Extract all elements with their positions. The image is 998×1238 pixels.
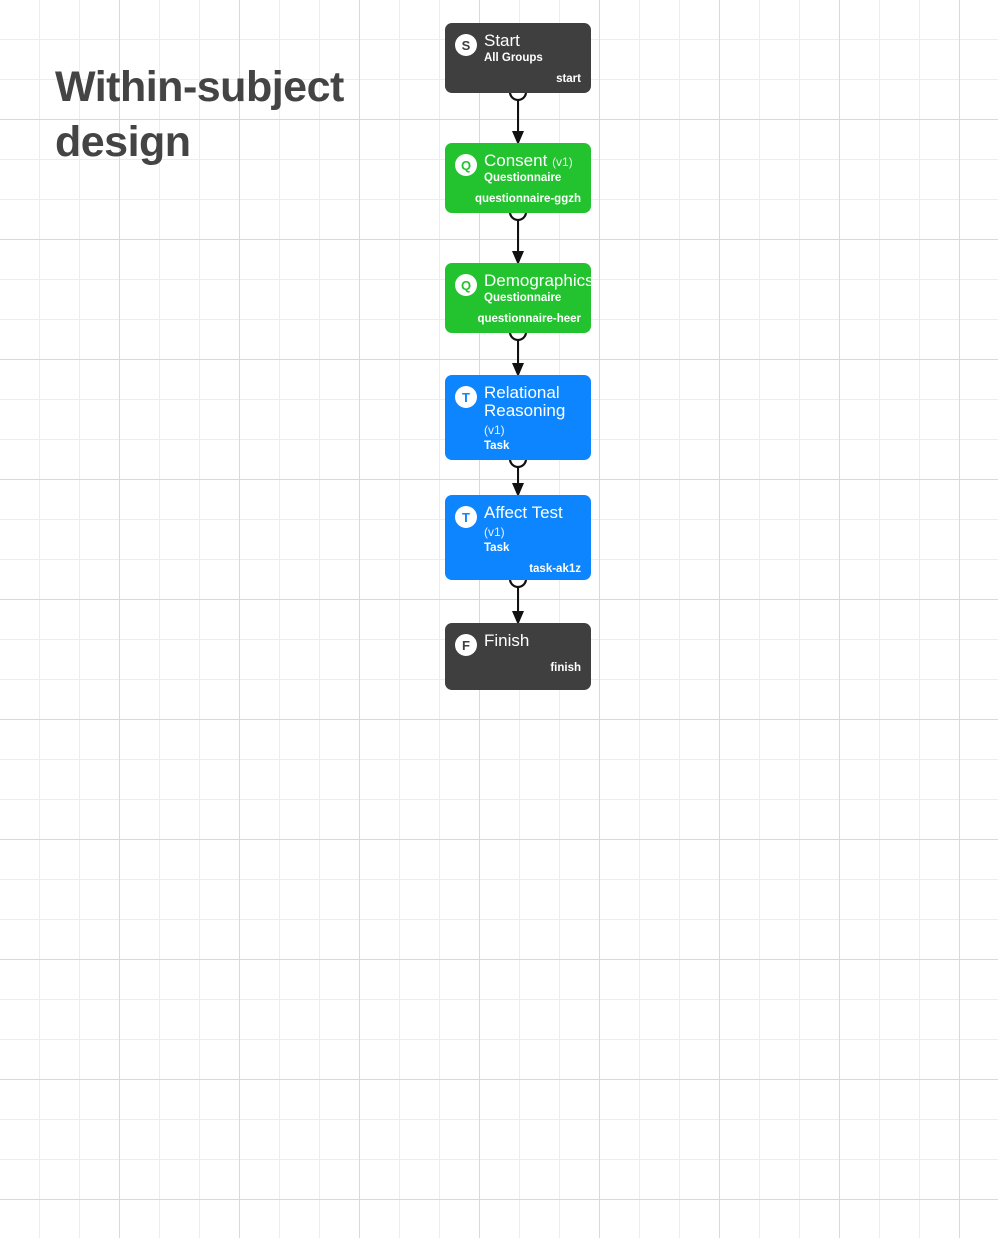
questionnaire-badge-icon: Q bbox=[455, 274, 477, 296]
finish-badge-icon: F bbox=[455, 634, 477, 656]
node-demographics[interactable]: Q Demographics (v1) Questionnaire questi… bbox=[445, 263, 591, 333]
node-title: Relational Reasoning (v1) bbox=[484, 383, 581, 438]
node-title-text: Consent bbox=[484, 151, 548, 170]
node-subtitle: Questionnaire bbox=[484, 292, 562, 305]
questionnaire-badge-icon: Q bbox=[455, 154, 477, 176]
node-title-text: Demographics bbox=[484, 271, 591, 290]
node-relational-reasoning[interactable]: T Relational Reasoning (v1) Task task-yn… bbox=[445, 375, 591, 460]
node-title: Finish bbox=[484, 631, 530, 650]
node-consent[interactable]: Q Consent (v1) Questionnaire questionnai… bbox=[445, 143, 591, 213]
node-id: start bbox=[556, 72, 581, 85]
node-title-text: Affect Test bbox=[484, 503, 563, 522]
node-title: Consent (v1) bbox=[484, 151, 581, 170]
node-header: T Relational Reasoning (v1) Task bbox=[455, 383, 581, 455]
node-header: F Finish bbox=[455, 631, 581, 656]
node-header: Q Consent (v1) Questionnaire bbox=[455, 151, 581, 187]
node-header: Q Demographics (v1) Questionnaire bbox=[455, 271, 591, 307]
node-version: (v1) bbox=[552, 155, 573, 169]
node-version: (v1) bbox=[484, 423, 505, 438]
start-badge-icon: S bbox=[455, 34, 477, 56]
node-id: questionnaire-ggzh bbox=[474, 192, 581, 205]
node-header: S Start All Groups bbox=[455, 31, 581, 67]
task-badge-icon: T bbox=[455, 386, 477, 408]
node-subtitle: Questionnaire bbox=[484, 172, 562, 185]
page-title: Within-subject design bbox=[55, 63, 344, 167]
node-subtitle: Task bbox=[484, 440, 510, 453]
node-subtitle: Task bbox=[484, 542, 510, 555]
node-affect-test[interactable]: T Affect Test (v1) Task task-ak1z bbox=[445, 495, 591, 580]
node-header: T Affect Test (v1) Task bbox=[455, 503, 581, 557]
node-title-text: Relational Reasoning bbox=[484, 383, 566, 421]
node-title: Start bbox=[484, 31, 520, 50]
task-badge-icon: T bbox=[455, 506, 477, 528]
node-id: task-ak1z bbox=[529, 562, 581, 575]
node-subtitle: All Groups bbox=[484, 52, 543, 65]
node-id: finish bbox=[550, 662, 581, 674]
node-title: Affect Test (v1) bbox=[484, 503, 581, 540]
node-finish[interactable]: F Finish finish bbox=[445, 623, 591, 690]
node-version: (v1) bbox=[484, 525, 505, 540]
node-start[interactable]: S Start All Groups start bbox=[445, 23, 591, 93]
node-title: Demographics (v1) bbox=[484, 271, 591, 290]
node-id: questionnaire-heer bbox=[477, 312, 581, 325]
